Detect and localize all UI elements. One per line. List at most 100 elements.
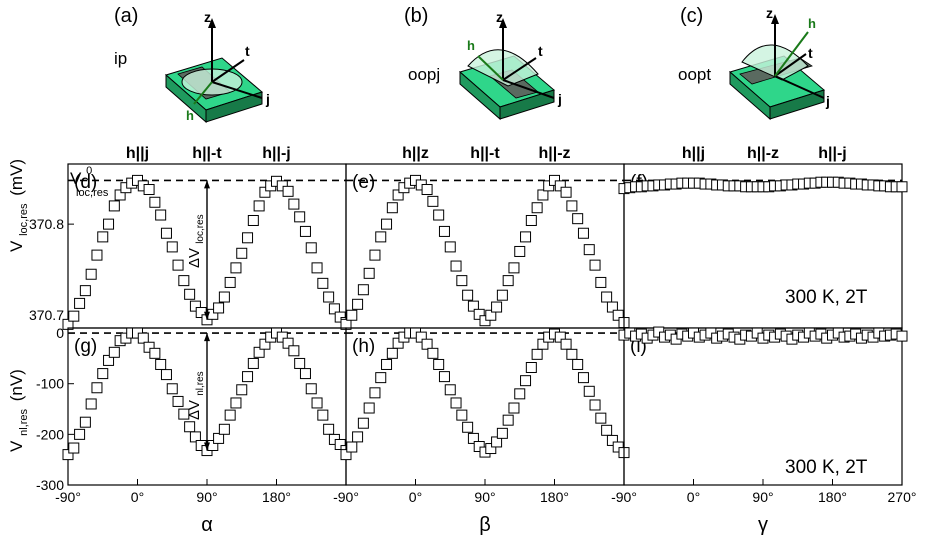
data-point — [508, 262, 520, 274]
v0-label: V 0 — [70, 165, 92, 188]
y-axis-title-nl: V nl,res (nV) — [7, 369, 31, 452]
panel-label: (d) — [74, 172, 97, 193]
diagram-c: (c) oopt z t j h — [678, 5, 830, 121]
data-point — [520, 231, 532, 243]
x-axis-label: γ — [758, 514, 768, 536]
arrowhead — [204, 180, 210, 189]
data-point — [91, 382, 103, 394]
data-point — [259, 338, 271, 350]
z-axis-label: z — [204, 9, 211, 25]
data-point — [97, 231, 109, 243]
y-tick-label: 370.7 — [29, 307, 64, 323]
data-point — [85, 268, 97, 280]
data-point — [166, 383, 178, 395]
x-tick-label: 0° — [687, 489, 700, 505]
data-point — [253, 200, 265, 212]
data-point — [386, 347, 398, 359]
data-point — [369, 387, 381, 399]
data-point — [363, 402, 375, 414]
data-point — [328, 303, 340, 315]
data-point — [467, 432, 479, 444]
ylabel-unit: (mV) — [7, 159, 26, 196]
data-point — [531, 348, 543, 360]
data-point — [247, 214, 259, 226]
condition-label-top: 300 K, 2T — [785, 287, 868, 308]
data-point — [392, 189, 404, 201]
x-tick-label: 180° — [262, 489, 291, 505]
field-arrow — [193, 81, 213, 105]
device-front-face — [205, 91, 263, 123]
data-point — [276, 331, 288, 343]
ylabel-unit: (nV) — [7, 369, 26, 401]
data-point — [352, 298, 364, 310]
data-point — [166, 241, 178, 253]
x-tick-label: -90° — [611, 489, 637, 505]
svg-text:V loc,res (mV): V loc,res (mV) — [7, 159, 31, 252]
data-point — [467, 300, 479, 312]
t-axis-arrow — [774, 53, 807, 77]
data-point — [392, 337, 404, 349]
data-point — [311, 262, 323, 274]
t-axis-label: t — [808, 45, 813, 61]
arrowhead — [204, 311, 210, 320]
data-point — [230, 397, 242, 409]
diagram-a: (a) ip z t j h — [114, 5, 270, 124]
data-point — [74, 297, 86, 309]
data-point — [317, 277, 329, 289]
j-axis-arrow — [502, 79, 555, 99]
x-tick-label: 180° — [818, 489, 847, 505]
data-point — [79, 416, 91, 428]
data-point — [143, 341, 155, 353]
x-tick-label: 90° — [474, 489, 495, 505]
svg-text:ΔV loc,res: ΔV loc,res — [186, 214, 206, 268]
data-point — [537, 189, 549, 201]
data-point — [589, 259, 601, 271]
data-point — [340, 449, 352, 461]
data-point — [323, 423, 335, 435]
data-point — [369, 249, 381, 261]
x-tick-label: 270° — [888, 489, 917, 505]
data-point — [334, 438, 346, 450]
panel-frame — [345, 163, 625, 329]
data-point — [108, 200, 120, 212]
delta-v-loc-arrow — [204, 180, 210, 320]
data-point — [566, 348, 578, 360]
data-point — [566, 200, 578, 212]
h-field-label: h — [186, 108, 194, 123]
data-point — [236, 247, 248, 259]
data-point — [612, 441, 624, 453]
data-point — [213, 302, 225, 314]
data-point — [450, 397, 462, 409]
data-point — [282, 185, 294, 197]
data-point — [606, 434, 618, 446]
data-point — [288, 198, 300, 210]
data-point — [589, 399, 601, 411]
data-point — [583, 385, 595, 397]
field-arrow — [774, 31, 809, 77]
data-point — [259, 186, 271, 198]
delta-v-nl-arrow — [204, 333, 210, 451]
data-point — [299, 225, 311, 237]
t-axis-label: t — [245, 43, 250, 59]
data-point — [601, 291, 613, 303]
data-point — [462, 421, 474, 433]
data-point — [496, 289, 508, 301]
data-point — [572, 358, 584, 370]
j-axis-arrow — [774, 75, 825, 99]
data-point — [305, 242, 317, 254]
data-point — [357, 284, 369, 296]
data-point — [299, 368, 311, 380]
data-point — [421, 184, 433, 196]
svg-text:ΔV nl,res: ΔV nl,res — [186, 371, 206, 420]
data-point — [896, 181, 908, 193]
top-label: h||-j — [262, 145, 291, 162]
svg-text:V nl,res (nV): V nl,res (nV) — [7, 369, 31, 452]
ylabel-sub: loc,res — [18, 203, 30, 236]
data-point — [155, 209, 167, 221]
device-front-face — [769, 89, 825, 120]
panel-label: (g) — [74, 336, 97, 357]
j-axis-label: j — [825, 93, 830, 109]
data-point — [189, 300, 201, 312]
data-point — [606, 301, 618, 313]
